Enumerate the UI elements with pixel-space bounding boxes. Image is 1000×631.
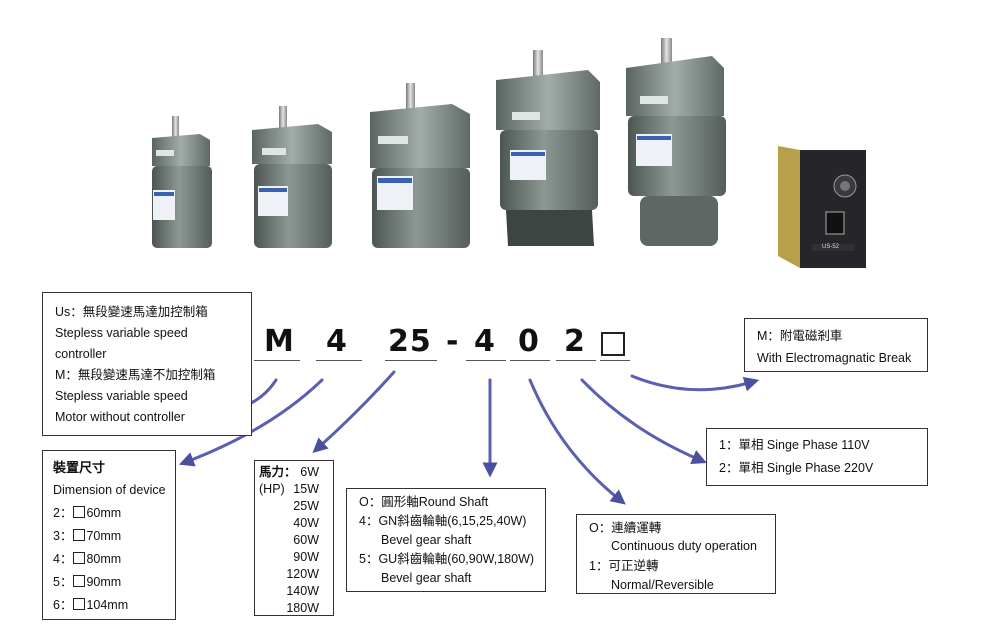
dimension-item: 2：60mm: [53, 506, 122, 520]
phase-line-2: 2：單相 Single Phase 220V: [719, 461, 874, 475]
phase-box: 1：單相 Singe Phase 110V 2：單相 Single Phase …: [706, 428, 928, 486]
code-char-m: M: [264, 324, 295, 359]
power-value: 180W: [286, 601, 319, 615]
controller-line-5: Stepless variable speed: [55, 389, 188, 403]
brake-line-2: With Electromagnatic Break: [757, 351, 912, 365]
shaft-line-4: 5：GU斜齒輪軸(60,90W,180W): [359, 552, 535, 566]
controller-line-2: Stepless variable speed: [55, 326, 188, 340]
code-char-2: 2: [564, 324, 586, 359]
code-char-25: 25: [388, 324, 432, 359]
motor-70mm: [252, 106, 332, 248]
operation-box: O：連續運轉 Continuous duty operation 1：可正逆轉 …: [576, 514, 776, 594]
power-value: 140W: [286, 584, 319, 598]
shaft-line-3: Bevel gear shaft: [381, 533, 472, 547]
brake-line-1: M：附電磁剎車: [757, 329, 843, 343]
dimension-item: 5：90mm: [53, 575, 122, 589]
motor-80mm: [370, 83, 470, 248]
power-label-hp: (HP): [259, 482, 285, 496]
power-value: 120W: [286, 567, 319, 581]
operation-line-3: 1：可正逆轉: [589, 559, 659, 573]
code-placeholder-square: [601, 332, 625, 356]
dimension-box: 裝置尺寸 Dimension of device 2：60mm 3：70mm 4…: [42, 450, 176, 620]
controller-line-4: M：無段變速馬達不加控制箱: [55, 368, 216, 382]
power-label-cn: 馬力：: [259, 465, 297, 479]
arrow-brake: [630, 374, 760, 392]
code-char-4b: 4: [474, 324, 496, 359]
motor-90mm: [496, 50, 600, 246]
power-value: 15W: [293, 482, 319, 496]
controller-line-6: Motor without controller: [55, 410, 185, 424]
code-char-0: 0: [518, 324, 540, 359]
shaft-line-1: O：圓形軸Round Shaft: [359, 495, 489, 509]
product-photos: [152, 38, 866, 268]
power-value: 90W: [293, 550, 319, 564]
code-char-dash: -: [446, 324, 460, 359]
phase-line-1: 1：單相 Singe Phase 110V: [719, 438, 870, 452]
speed-controller-panel: [778, 146, 866, 268]
power-value: 25W: [293, 499, 319, 513]
dimension-title: 裝置尺寸: [53, 460, 106, 475]
arrow-phase: [580, 378, 707, 464]
power-value: 40W: [293, 516, 319, 530]
brake-box: M：附電磁剎車 With Electromagnatic Break: [744, 318, 928, 372]
operation-line-4: Normal/Reversible: [611, 578, 714, 592]
shaft-line-5: Bevel gear shaft: [381, 571, 472, 585]
controller-line-3: controller: [55, 347, 107, 361]
controller-option-box: Us：無段變速馬達加控制箱 Stepless variable speed co…: [42, 292, 252, 436]
dimension-subtitle: Dimension of device: [53, 483, 166, 497]
operation-line-1: O：連續運轉: [589, 521, 662, 535]
dimension-item: 4：80mm: [53, 552, 122, 566]
code-char-4: 4: [326, 324, 348, 359]
arrow-dimension: [178, 378, 324, 467]
operation-line-2: Continuous duty operation: [611, 539, 757, 553]
power-value: 60W: [293, 533, 319, 547]
dimension-item: 6：104mm: [53, 598, 129, 612]
power-value: 6W: [300, 465, 319, 479]
controller-label: US-52: [822, 244, 840, 250]
arrow-operation: [528, 378, 626, 505]
shaft-line-2: 4：GN斜齒輪軸(6,15,25,40W): [359, 514, 527, 528]
power-box: 馬力： (HP) 6W 15W 25W 40W 60W 90W 120W 140…: [254, 460, 334, 616]
arrow-power: [312, 370, 396, 454]
motor-60mm: [152, 116, 212, 248]
dimension-item: 3：70mm: [53, 529, 122, 543]
motor-104mm: [626, 38, 726, 246]
controller-line-1: Us：無段變速馬達加控制箱: [55, 305, 208, 319]
shaft-box: O：圓形軸Round Shaft 4：GN斜齒輪軸(6,15,25,40W) B…: [346, 488, 546, 592]
